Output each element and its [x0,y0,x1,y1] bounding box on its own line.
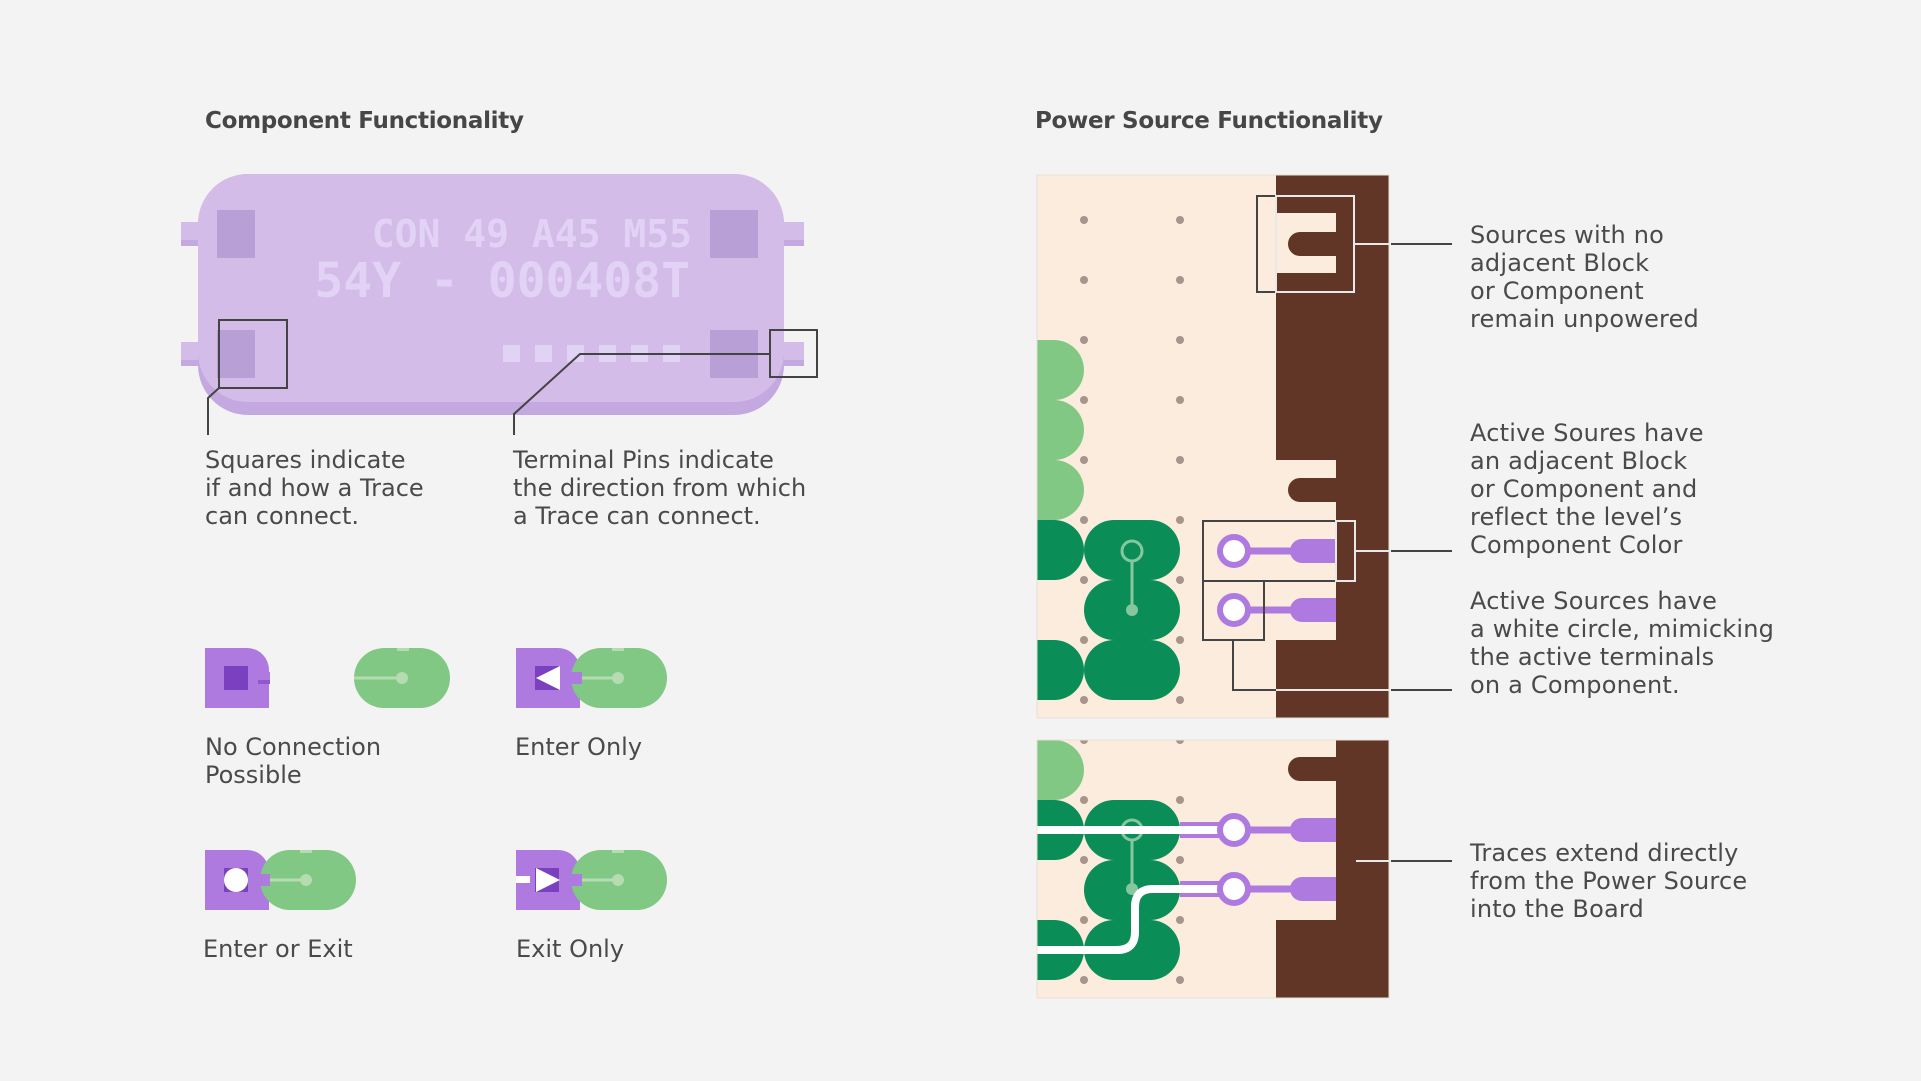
light-green-blocks [1037,340,1084,520]
connection-square-top-left [217,210,255,258]
power-source-top [1276,175,1389,718]
component-label-line2: 54Y - 000408T [314,253,690,309]
circle-icon [224,868,248,892]
square-icon [224,666,248,690]
callout-leaders-right [1202,195,1452,862]
dark-green-blocks [1037,520,1180,700]
callout-active-sources-color: Active Soures have an adjacent Block or … [1470,419,1704,559]
white-traces [1037,826,1238,954]
callout-leaders-left [207,319,818,435]
component-section-title: Component Functionality [205,108,524,134]
callout-traces-extend: Traces extend directly from the Power So… [1470,839,1748,923]
board-panel-top [1037,175,1389,718]
legend-label-enter-or-exit: Enter or Exit [203,935,353,963]
legend-label-no-connection: No Connection Possible [205,733,382,789]
legend-enter-or-exit-graphic [205,850,356,910]
board-panel-bottom [1037,740,1389,998]
active-source-2 [1217,593,1336,627]
power-section-title: Power Source Functionality [1035,108,1383,134]
callout-unpowered-sources: Sources with no adjacent Block or Compon… [1470,221,1699,333]
connection-square-bottom-left [217,330,255,378]
legend-label-exit-only: Exit Only [516,935,625,963]
callout-squares: Squares indicate if and how a Trace can … [205,446,424,530]
grid-dots-bottom [1080,740,1184,984]
legend-label-enter-only: Enter Only [515,733,643,761]
arrow-right-icon [536,868,560,892]
connection-square-top-right [710,210,758,258]
legend-enter-only-graphic [516,648,667,708]
component-label-line1: CON 49 A45 M55 [372,212,692,256]
arrow-left-icon [536,666,560,690]
legend-exit-only-graphic [516,850,667,910]
power-source-bottom [1276,740,1389,998]
active-source-1 [1217,534,1336,568]
grid-dots-top [1080,216,1184,704]
indicator-dots [503,345,680,362]
callout-terminal-pins: Terminal Pins indicate the direction fro… [513,446,807,530]
callout-active-sources-circle: Active Sources have a white circle, mimi… [1470,587,1775,699]
legend-no-connection-graphic [205,648,450,708]
